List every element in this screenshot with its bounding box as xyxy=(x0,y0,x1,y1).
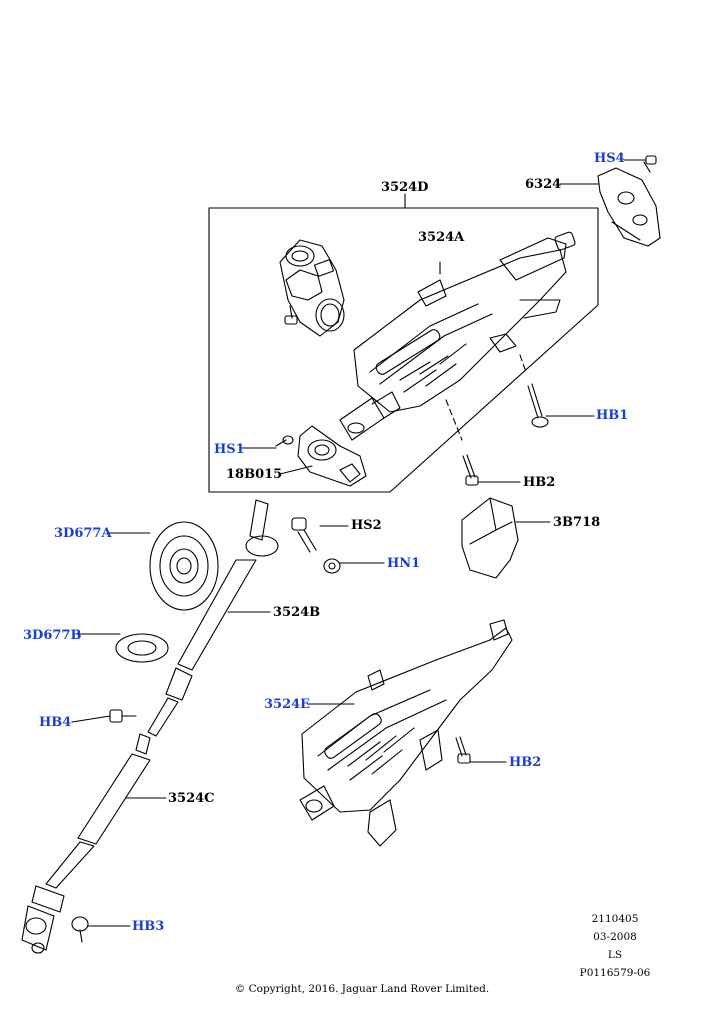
ignition-switch xyxy=(279,239,345,337)
callout-hb1: HB1 xyxy=(596,408,629,423)
bolt-hb2-top xyxy=(462,454,479,486)
callout-hb2-bottom: HB2 xyxy=(509,755,542,770)
cover-3b718 xyxy=(461,497,519,579)
nut-hn1 xyxy=(323,558,341,574)
seal-3d677b xyxy=(115,633,169,663)
callout-3524c: 3524C xyxy=(168,791,215,806)
callout-6324: 6324 xyxy=(525,177,562,192)
shaft-3524b xyxy=(147,499,279,737)
bolt-hb2-bottom xyxy=(455,736,471,764)
boot-3d677a xyxy=(149,521,219,611)
callout-18b015: 18B015 xyxy=(226,467,283,482)
bolt-hb1 xyxy=(527,383,549,428)
callout-hs1: HS1 xyxy=(214,442,245,457)
axis-line xyxy=(445,399,463,441)
leader-lines xyxy=(71,159,647,927)
bolt-hs2 xyxy=(291,517,317,553)
bolt-hb3 xyxy=(71,916,89,943)
assembly-bracket-3524d xyxy=(208,193,599,493)
callout-3524b: 3524B xyxy=(273,605,321,620)
shaft-3524c xyxy=(21,733,151,954)
axis-line-2 xyxy=(519,354,527,373)
callout-hb4: HB4 xyxy=(39,715,72,730)
copyright-notice: © Copyright, 2016. Jaguar Land Rover Lim… xyxy=(234,983,490,995)
angle-sensor-18b015 xyxy=(297,425,367,487)
callout-hs2: HS2 xyxy=(351,518,382,533)
screw-ignition xyxy=(284,305,298,325)
screw-hs1 xyxy=(275,435,294,447)
ref-part-id: P0116579-06 xyxy=(579,967,651,979)
bolt-hb4 xyxy=(109,709,137,723)
ref-code: LS xyxy=(607,949,623,961)
callout-hb2-top: HB2 xyxy=(523,475,556,490)
callout-hb3: HB3 xyxy=(132,919,165,934)
steering-column-3524e xyxy=(299,619,513,847)
bracket-6324 xyxy=(597,167,661,247)
steering-column-3524a xyxy=(339,231,576,441)
callout-3524e: 3524E xyxy=(264,697,311,712)
callout-hs4: HS4 xyxy=(594,151,625,166)
callout-hn1: HN1 xyxy=(387,556,421,571)
ref-date: 03-2008 xyxy=(593,931,637,943)
callout-3d677a: 3D677A xyxy=(54,526,112,541)
callout-3b718: 3B718 xyxy=(553,515,601,530)
ref-number: 2110405 xyxy=(591,913,639,925)
screw-hs4 xyxy=(643,155,657,173)
callout-3d677b: 3D677B xyxy=(23,628,82,643)
callout-3524d: 3524D xyxy=(381,180,429,195)
callout-3524a: 3524A xyxy=(418,230,465,245)
